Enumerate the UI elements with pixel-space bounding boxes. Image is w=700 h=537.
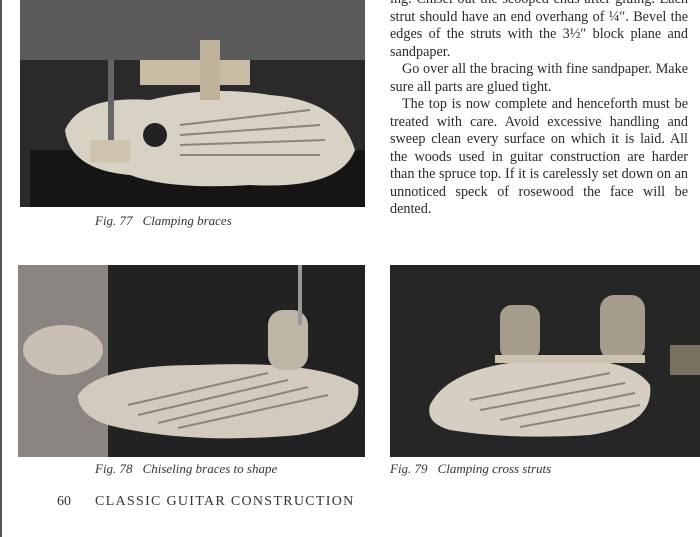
figure-79-photo [390,265,700,457]
figure-number: Fig. 78 [95,461,133,476]
figure-78-photo [18,265,365,457]
page-number: 60 [57,494,71,509]
paragraph: Go over all the bracing with fine sandpa… [390,61,688,95]
paragraph: The top is now complete and henceforth m… [390,96,688,217]
page-edge [0,0,2,537]
running-title: CLASSIC GUITAR CONSTRUCTION [95,494,355,509]
figure-caption-text: Chiseling braces to shape [142,461,278,476]
figure-caption-text: Clamping braces [142,213,232,228]
figure-77-caption: Fig. 77 Clamping braces [95,213,232,229]
paragraph: ing. Chisel out the scooped ends after g… [390,0,688,60]
figure-number: Fig. 77 [95,213,133,228]
body-text: ing. Chisel out the scooped ends after g… [390,0,688,219]
figure-79-caption: Fig. 79 Clamping cross struts [390,461,551,477]
figure-caption-text: Clamping cross struts [437,461,552,476]
figure-number: Fig. 79 [390,461,428,476]
figure-78-caption: Fig. 78 Chiseling braces to shape [95,461,277,477]
figure-77-photo [20,0,365,207]
